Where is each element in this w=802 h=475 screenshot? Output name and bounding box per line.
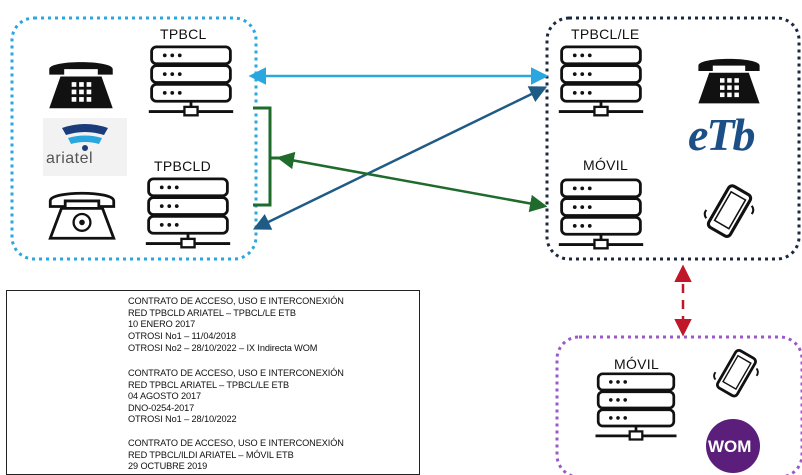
movil-wom-server-icon	[594, 372, 678, 441]
tpbcl-label: TPBCL	[160, 26, 207, 42]
ariatel-logo-icon	[43, 118, 127, 176]
green-bracket	[253, 106, 280, 207]
etb-brand: eTb	[688, 109, 756, 160]
etb-mobile-icon	[702, 182, 756, 240]
tpbcld-label: TPBCLD	[154, 158, 212, 174]
legend-entry-tpbcl-contract: CONTRATO DE ACCESO, USO E INTERCONEXIÓN …	[128, 368, 344, 425]
wom-logo-icon	[706, 419, 760, 473]
movil-etb-server-icon	[557, 178, 645, 250]
wom-brand: WOM	[708, 437, 752, 456]
tpbcld-etb-connection	[252, 86, 548, 230]
ariatel-outline-phone-icon	[48, 191, 116, 240]
tpbcl-le-label: TPBCL/LE	[571, 26, 640, 42]
ariatel-brand: ariatel	[46, 150, 94, 167]
ildi-movil-connection	[276, 151, 548, 213]
legend-entry-movil-contract: CONTRATO DE ACCESO, USO E INTERCONEXIÓN …	[128, 438, 344, 472]
wom-mobile-icon	[712, 347, 760, 399]
movil-wom-label: MÓVIL	[614, 356, 660, 372]
tpbcl-le-server-icon	[557, 45, 645, 117]
legend-entry-otrosi2: OTROSI No2 – 28/10/2022 – IX Indirecta W…	[128, 343, 318, 353]
tpbcld-server-icon	[144, 177, 232, 249]
etb-desk-phone-icon	[698, 58, 760, 104]
ariatel-group-box	[10, 16, 258, 261]
wom-group-box	[555, 335, 802, 475]
etb-logo-box	[683, 115, 773, 167]
movil-etb-label: MÓVIL	[583, 157, 629, 173]
tpbcl-server-icon	[147, 45, 235, 117]
legend-box	[6, 290, 420, 475]
ariatel-desk-phone-icon	[49, 62, 113, 109]
legend-entry-tpbcld-contract: CONTRATO DE ACCESO, USO E INTERCONEXIÓN …	[128, 296, 344, 341]
